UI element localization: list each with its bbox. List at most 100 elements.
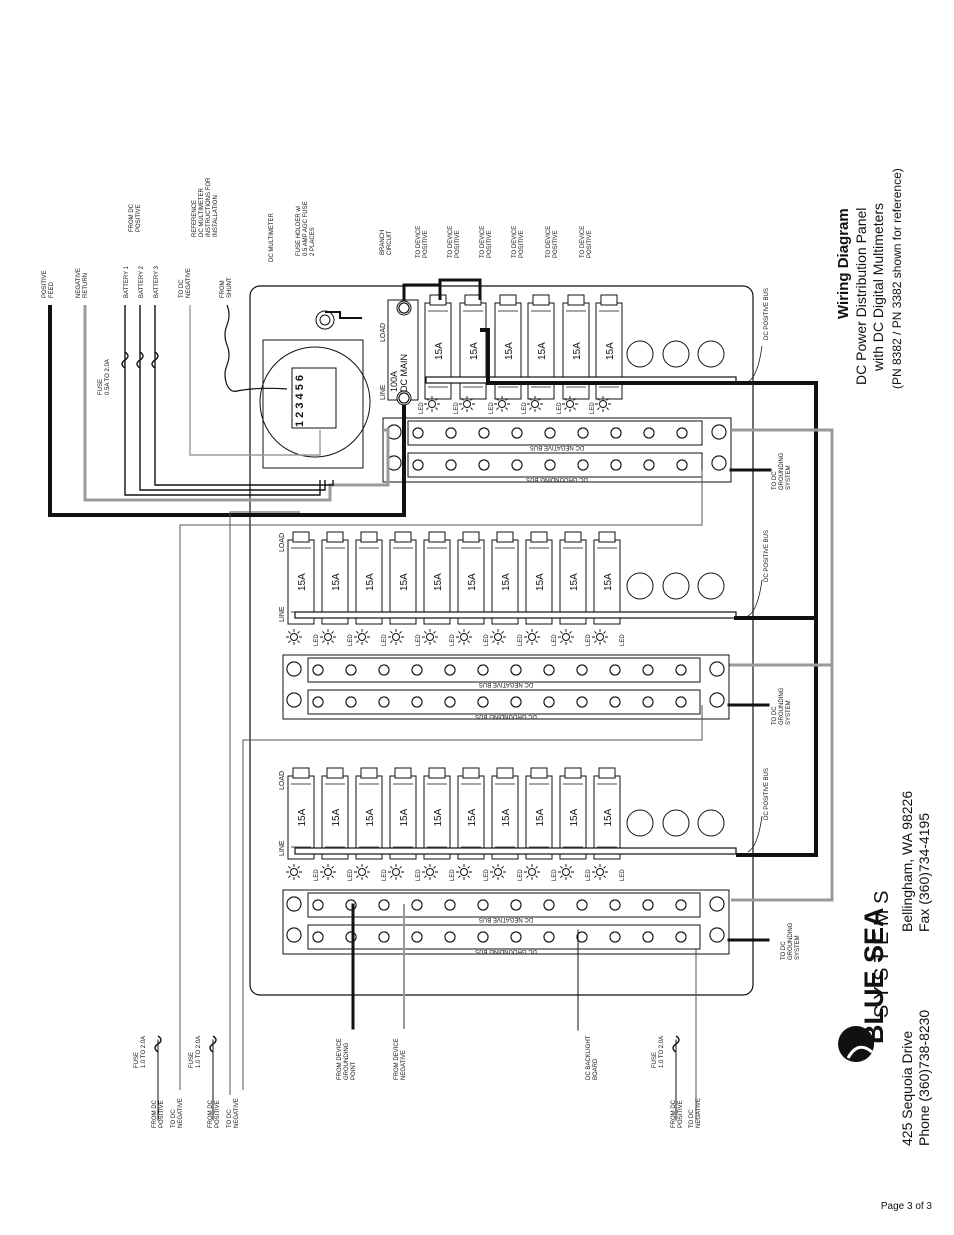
to-dc-negative-wire [189,305,321,456]
led-rays [422,629,438,645]
screw-head [609,664,621,676]
led-indicator [490,629,506,645]
fuse-holder-label-line: 2 PLACES [310,227,316,256]
led-lens [290,633,298,641]
breaker-rating-label: 15A [501,808,512,826]
led-lens [460,868,468,876]
from-dc-positive-label-line: POSITIVE [678,1100,684,1128]
breaker-rating-label: 15A [433,808,444,826]
breaker-top-tab [499,294,517,306]
breaker-top-tab [496,531,514,543]
breaker-rating-label: 15A [399,808,410,826]
dc-positive-bus-label: DC POSITIVE BUS [764,768,770,820]
led-lens [596,633,604,641]
dc-negative-bus [307,657,701,683]
screw-head [576,664,588,676]
load-label: LOAD [380,323,387,342]
blank-knockout [662,572,690,600]
led-lens [562,633,570,641]
from-device-grounding-label-line: FROM DEVICE [337,1038,343,1080]
dc-positive-bus-label: DC POSITIVE BUS [764,530,770,582]
led-indicator [388,629,404,645]
positive-feed-label-line: FEED [49,281,55,298]
breaker-top-tab [394,531,412,543]
from-shunt-label-line: FROM [220,280,226,298]
led-rays [354,864,370,880]
led-indicator [354,629,370,645]
breaker-top-tab [598,767,616,779]
led-label: LED [382,634,388,646]
screw-head [510,696,522,708]
screw-head [398,392,410,404]
screw-head [444,899,456,911]
breaker-rating-label: 15A [399,573,410,591]
fuse-holder-label-line: FUSE HOLDER w/ [296,205,302,256]
from-dc-positive-label-line: FROM DC [208,1099,214,1128]
led-label: LED [416,634,422,646]
screw-head [444,696,456,708]
breaker-top-tab [326,531,344,543]
led-label: LED [484,869,490,881]
circuit-breaker [321,539,349,625]
screw-head [642,899,654,911]
screw-head [676,459,688,471]
battery-3-label: BATTERY 3 [154,265,160,298]
line-label: LINE [380,384,387,400]
to-device-positive-label-line: TO DEVICE [580,226,586,258]
breaker-top-tab [292,767,310,779]
led-lens [392,868,400,876]
company-name: BLUE SEA [859,907,889,1044]
to-device-positive-label-line: POSITIVE [519,230,525,258]
screw-head [643,459,655,471]
breaker-top-tab [326,767,344,779]
screw-head [610,459,622,471]
dc-grounding-bus [307,689,701,715]
screw-head [444,664,456,676]
led-label: LED [552,869,558,881]
battery-2-label: BATTERY 2 [139,265,145,298]
led-indicator [524,629,540,645]
led-rays [527,396,543,412]
dc-positive-bus-label-line: DC POSITIVE BUS [764,530,770,582]
to-device-positive-label-line: TO DEVICE [448,226,454,258]
fuse-symbol [136,351,144,369]
screw-head [312,899,324,911]
led-rays [595,396,611,412]
bottom-fuse-label-line: 1.0 TO 2.0A [141,1036,147,1068]
circuit-breaker [491,539,519,625]
led-rays [320,864,336,880]
to-dc-grounding-system-label-line: SYSTEM [786,700,792,725]
breaker-rating-label: 15A [535,573,546,591]
led-label: LED [484,634,490,646]
led-label: LED [586,634,592,646]
led-rays [592,629,608,645]
led-rays [388,629,404,645]
led-indicator [527,396,543,412]
screw-head [576,899,588,911]
reference-label-line: INSTRUCTIONS FOR [206,177,212,237]
screw-head [412,427,424,439]
led-lens [392,633,400,641]
screw-head [709,927,725,943]
breaker-rating-label: 15A [569,573,580,591]
company-phone: Phone (360)738-8230 [916,1010,932,1146]
screw-head [345,696,357,708]
led-indicator [459,396,475,412]
screw-head [577,459,589,471]
led-lens [324,633,332,641]
meter-1-negative-wire [229,511,300,1095]
bottom-fuse-label-line: FUSE [652,1052,658,1068]
from-shunt-label-line: SHUNT [227,277,233,298]
led-lens [463,400,471,408]
screw-head [477,899,489,911]
page-number: Page 3 of 3 [880,1201,932,1212]
to-dc-negative-label-line: TO DC [171,1109,177,1128]
reference-label-line: DC MULTIMETER [199,187,205,237]
